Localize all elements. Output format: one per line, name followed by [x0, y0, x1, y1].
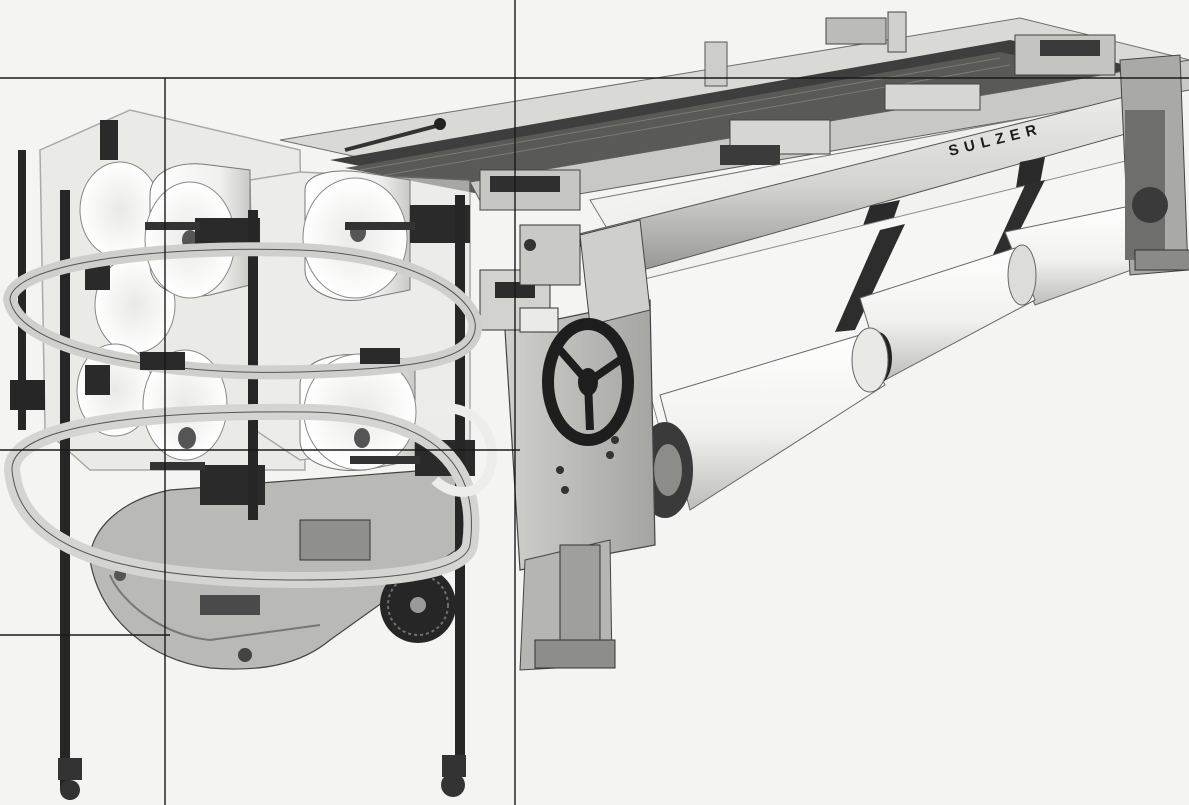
creel-frame — [2, 150, 483, 800]
loop-bracket — [428, 403, 497, 497]
toothed-wheel — [380, 567, 456, 643]
handwheel — [542, 318, 634, 446]
top-brackets — [344, 11, 1116, 211]
right-end-frame — [1119, 54, 1189, 276]
